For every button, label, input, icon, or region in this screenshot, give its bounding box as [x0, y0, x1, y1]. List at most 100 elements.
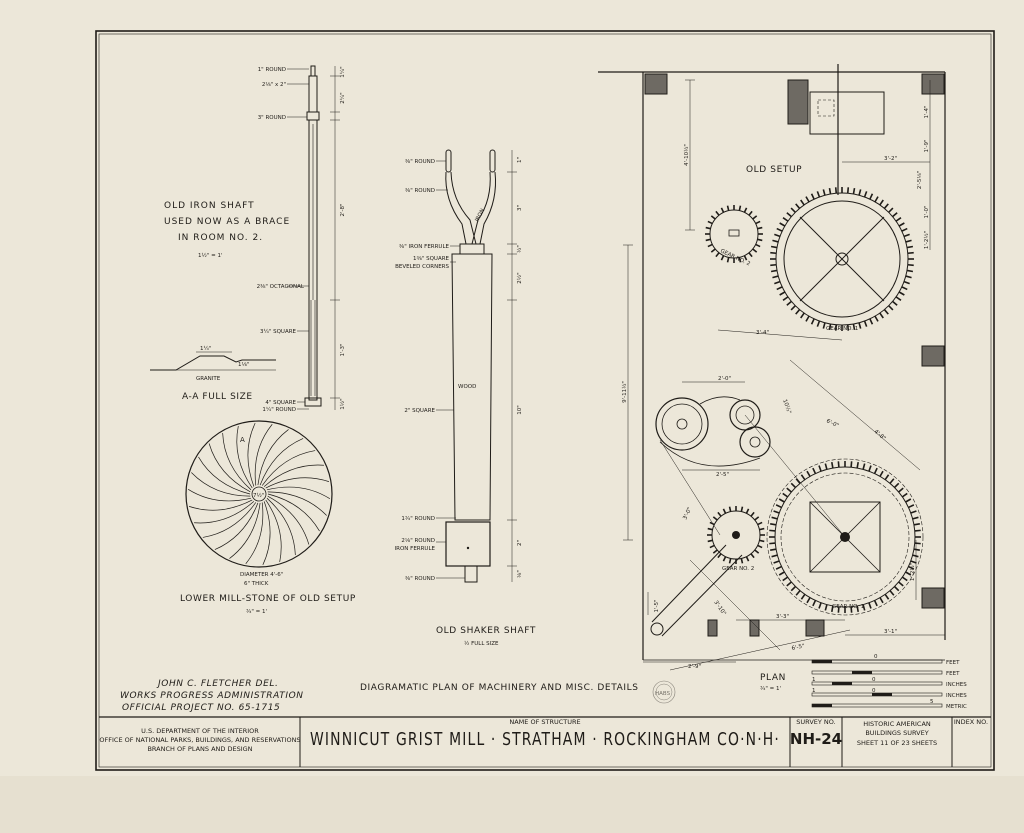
- gear-tooth: [748, 210, 753, 216]
- gear-tooth: [856, 605, 859, 612]
- survey-no-label: SURVEY NO.: [796, 718, 835, 726]
- gear-tooth: [728, 558, 732, 564]
- gear-tooth: [710, 215, 716, 220]
- gear-tooth: [782, 492, 789, 498]
- gear-tooth: [738, 257, 742, 263]
- gear-tooth: [770, 245, 778, 249]
- plan-dim-20: 2'-9": [688, 664, 701, 670]
- plan-dim-16: 1'-2½": [909, 563, 916, 581]
- millstone-furrow: [263, 464, 324, 487]
- gear-tooth: [770, 548, 777, 551]
- shaker-label-9: 1¾" ROUND: [401, 516, 435, 522]
- agency-line-3: BRANCH OF PLANS AND DESIGN: [147, 745, 252, 753]
- gear-tooth: [898, 222, 905, 227]
- gear-tooth: [728, 506, 732, 512]
- millstone-furrow: [266, 497, 296, 556]
- gear-tooth: [895, 296, 902, 301]
- gear-tooth: [710, 248, 716, 253]
- gear-tooth: [769, 542, 776, 545]
- gear-tooth: [759, 527, 765, 531]
- gear-tooth: [837, 461, 840, 468]
- gear-tooth: [828, 187, 832, 195]
- iron-dim-2: 2¼": [340, 92, 346, 103]
- gear-tooth: [868, 465, 872, 472]
- habs-stamp: [652, 680, 676, 704]
- aa-granite-label: GRANITE: [196, 376, 221, 382]
- gear-tooth: [795, 590, 801, 596]
- millstone-furrow: [257, 429, 289, 486]
- gear-tooth: [790, 482, 797, 489]
- gear-tooth: [888, 207, 894, 213]
- plan-dim-2: 3'-2": [884, 156, 897, 162]
- plan-title: PLAN: [760, 673, 786, 683]
- scale-tick-4: 1: [812, 688, 816, 694]
- gear-tooth: [901, 576, 908, 582]
- gear-tooth: [862, 463, 866, 470]
- millstone-caption: LOWER MILL-STONE OF OLD SETUP: [180, 594, 356, 604]
- gear-tooth: [805, 196, 810, 203]
- gear-tooth: [895, 217, 902, 222]
- millstone-furrow: [265, 499, 282, 562]
- iron-note-line-3: IN ROOM NO. 2.: [178, 233, 263, 243]
- gear-tooth: [805, 315, 810, 322]
- shaker-label-4: ⅜" IRON FERRULE: [399, 244, 450, 250]
- gear-tooth: [831, 605, 834, 612]
- gear-tooth: [906, 245, 914, 249]
- gear-tooth: [892, 300, 898, 306]
- plan-dim-14: 2'-5": [716, 472, 729, 478]
- iron-label-5: 3¼" SQUARE: [260, 329, 297, 335]
- gear-tooth: [913, 523, 920, 526]
- shaker-dim-6: 2": [517, 540, 523, 546]
- gear-tooth: [722, 556, 727, 562]
- scale-unit-4: INCHES: [946, 693, 967, 699]
- gear-tooth: [779, 222, 786, 227]
- iron-dim-1: 1¼": [340, 66, 346, 77]
- gear-tooth: [806, 597, 811, 604]
- gear-tooth: [883, 203, 889, 209]
- shaker-dim-3: ½": [516, 245, 523, 253]
- habs-line-2: BUILDINGS SURVEY: [865, 729, 928, 737]
- gear-tooth: [818, 602, 822, 609]
- gear-tooth: [884, 593, 890, 600]
- gear-tooth: [824, 604, 828, 611]
- gear-tooth: [898, 291, 905, 296]
- plan-gear-label-3: GEAR NO. 2: [722, 566, 754, 572]
- gear-tooth: [800, 474, 806, 481]
- plan-dim-15: 3'-0": [682, 506, 693, 520]
- aa-title: A-A FULL SIZE: [182, 392, 253, 402]
- main-title: DIAGRAMATIC PLAN OF MACHINERY AND MISC. …: [360, 683, 639, 693]
- gear-tooth: [908, 565, 915, 570]
- gear-tooth: [912, 554, 919, 558]
- shaker-label-1: ⅜" ROUND: [405, 159, 435, 165]
- gear-tooth: [707, 527, 713, 531]
- gear-tooth: [752, 215, 758, 220]
- gear-tooth: [874, 315, 879, 322]
- plan-dim-18: 3'-3": [776, 614, 789, 620]
- gear-tooth: [893, 585, 900, 592]
- gear-tooth: [712, 549, 718, 554]
- shaker-label-2: ⅜" ROUND: [405, 188, 435, 194]
- iron-note-scale: 1½" = 1': [198, 252, 222, 259]
- gear-tooth: [898, 581, 904, 587]
- plan-gear-label-2: GEAR NO. 1: [826, 326, 858, 332]
- shaker-label-12: ⅜" ROUND: [405, 576, 435, 582]
- iron-label-1: 1" ROUND: [258, 67, 286, 73]
- inner-border: [98, 33, 992, 768]
- millstone-furrow: [267, 495, 310, 545]
- credit-line-3: OFFICIAL PROJECT NO. 65-1715: [122, 703, 280, 713]
- millstone-furrow: [267, 491, 327, 516]
- shaker-caption: OLD SHAKER SHAFT: [436, 626, 536, 636]
- gear-tooth: [912, 516, 919, 520]
- gear-tooth: [810, 193, 815, 200]
- scale-unit-5: METRIC: [946, 704, 967, 710]
- gear-tooth: [722, 508, 727, 514]
- gear-tooth: [745, 556, 750, 562]
- millstone-furrow: [261, 450, 316, 486]
- gear-tooth: [773, 510, 780, 514]
- millstone-furrow: [245, 502, 264, 564]
- gear-tooth: [800, 312, 805, 319]
- gear-tooth: [863, 191, 868, 198]
- iron-label-3: 3" ROUND: [258, 115, 286, 121]
- gear-tooth: [795, 478, 801, 484]
